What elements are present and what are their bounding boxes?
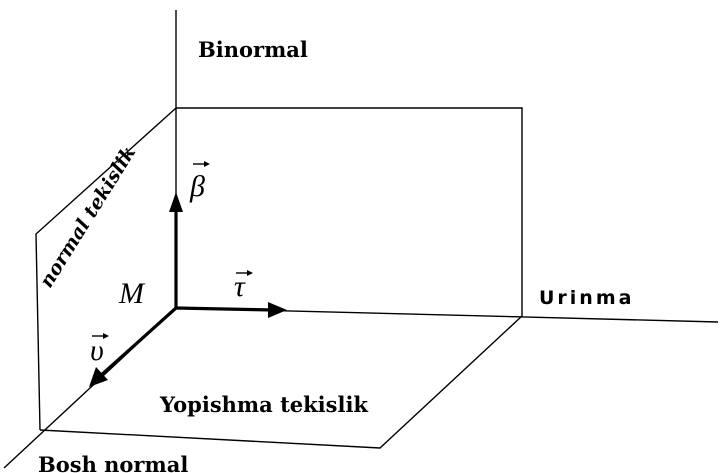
beta-overarrow [193, 161, 210, 167]
normal-plane-label: normal tekislik [36, 142, 141, 291]
nu-vector [96, 306, 178, 380]
tau-symbol: τ [234, 270, 246, 303]
osculating-plane-label: Yopishma tekislik [159, 392, 368, 417]
rectifying-plane [176, 107, 523, 316]
tangent-label: Urinma [539, 287, 634, 309]
principal-normal-label: Bosh normal [38, 452, 188, 473]
tau-overarrow [236, 270, 253, 276]
beta-arrowhead [169, 192, 183, 212]
osculating-plane [39, 315, 523, 449]
beta-symbol: β [189, 170, 205, 203]
point-m-label: M [118, 277, 146, 310]
nu-arrowhead [89, 367, 108, 387]
tau-vector [175, 306, 275, 312]
binormal-label: Binormal [198, 37, 308, 62]
nu-symbol: υ [90, 334, 104, 367]
nu-overarrow [92, 333, 109, 339]
tau-arrowhead [268, 302, 287, 318]
normal-plane [35, 107, 177, 431]
